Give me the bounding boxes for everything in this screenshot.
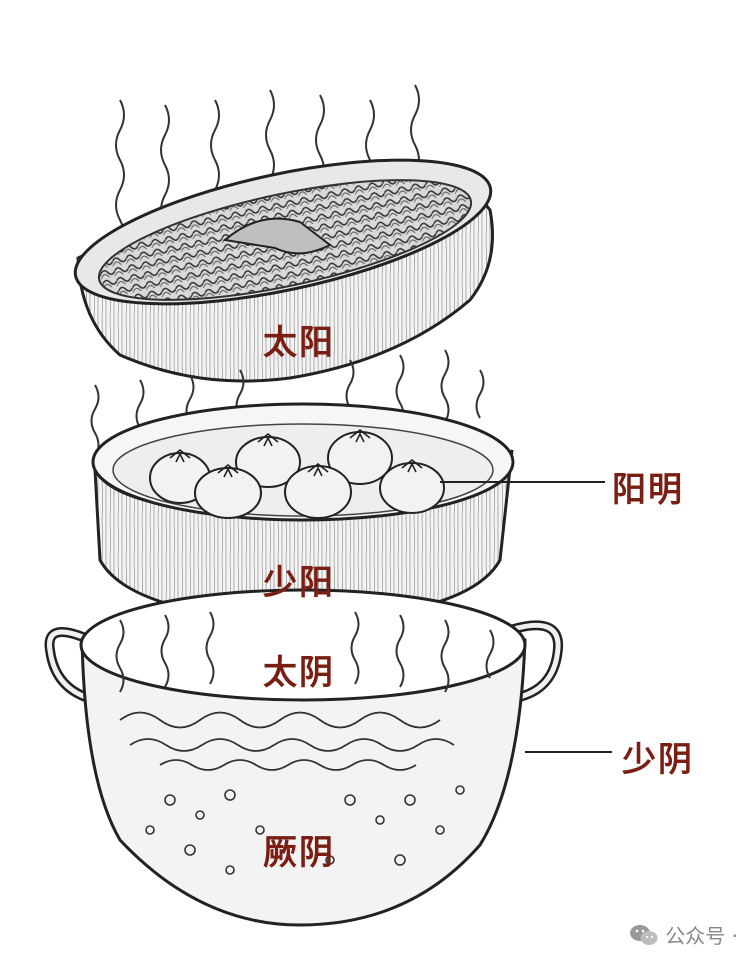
label-tai-yin: 太阴 [263,653,335,693]
steam-top [115,84,420,251]
cooking-pot [44,588,564,927]
wechat-icon [630,924,658,945]
label-tai-yang: 太阳 [263,323,335,363]
steamer-middle-tier [91,402,515,624]
label-shao-yang: 少阳 [263,563,335,603]
steamer-lid [73,158,494,383]
label-yang-ming: 阳明 [612,470,684,510]
label-shao-yin: 少阴 [622,740,694,780]
watermark: 公众号 · [629,920,738,949]
label-jue-yin: 厥阴 [263,833,335,873]
watermark-text: 公众号 · [665,924,738,948]
